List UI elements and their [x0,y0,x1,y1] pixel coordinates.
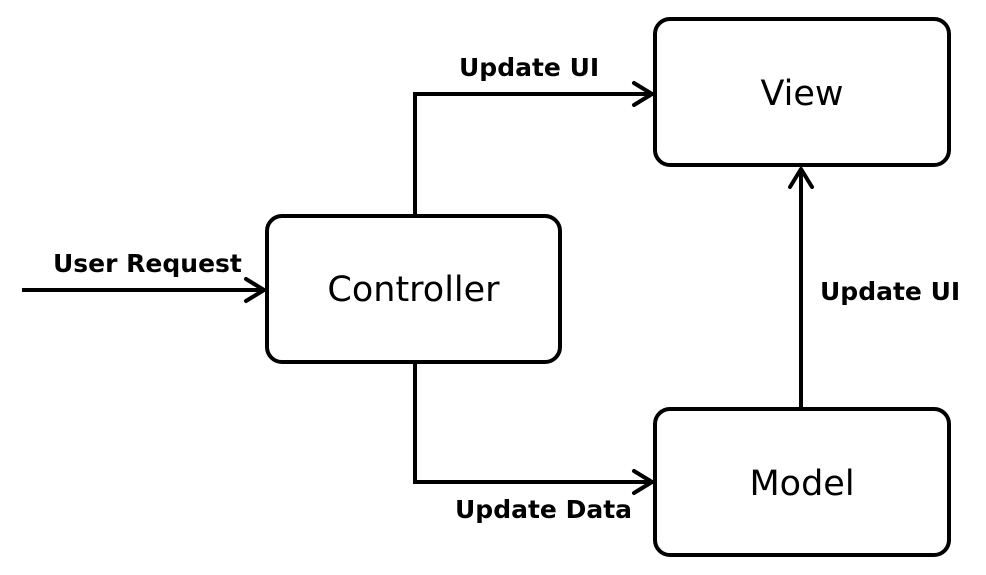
model-box [653,407,951,557]
controller-to-view-line [413,92,650,215]
node-view: View [653,17,951,167]
user-request-arrowhead [244,277,266,303]
model-to-view-arrowhead [788,167,814,189]
controller-to-model-arrowhead [632,469,654,495]
controller-to-view-label: Update UI [459,53,599,82]
controller-to-model-label: Update Data [455,495,632,524]
view-box [653,17,951,167]
model-label: Model [749,464,854,504]
controller-to-model-line [413,364,650,484]
controller-label: Controller [327,270,500,310]
edge-user-request: User Request [22,249,266,303]
controller-box [265,214,562,364]
controller-to-view-arrowhead [632,81,654,107]
edge-controller-to-view: Update UI [413,53,654,215]
model-to-view-label: Update UI [820,277,960,306]
user-request-label: User Request [53,249,242,278]
node-model: Model [653,407,951,557]
view-label: View [760,74,843,114]
edge-controller-to-model: Update Data [413,364,654,524]
node-controller: Controller [265,214,562,364]
edge-model-to-view: Update UI [788,167,960,408]
